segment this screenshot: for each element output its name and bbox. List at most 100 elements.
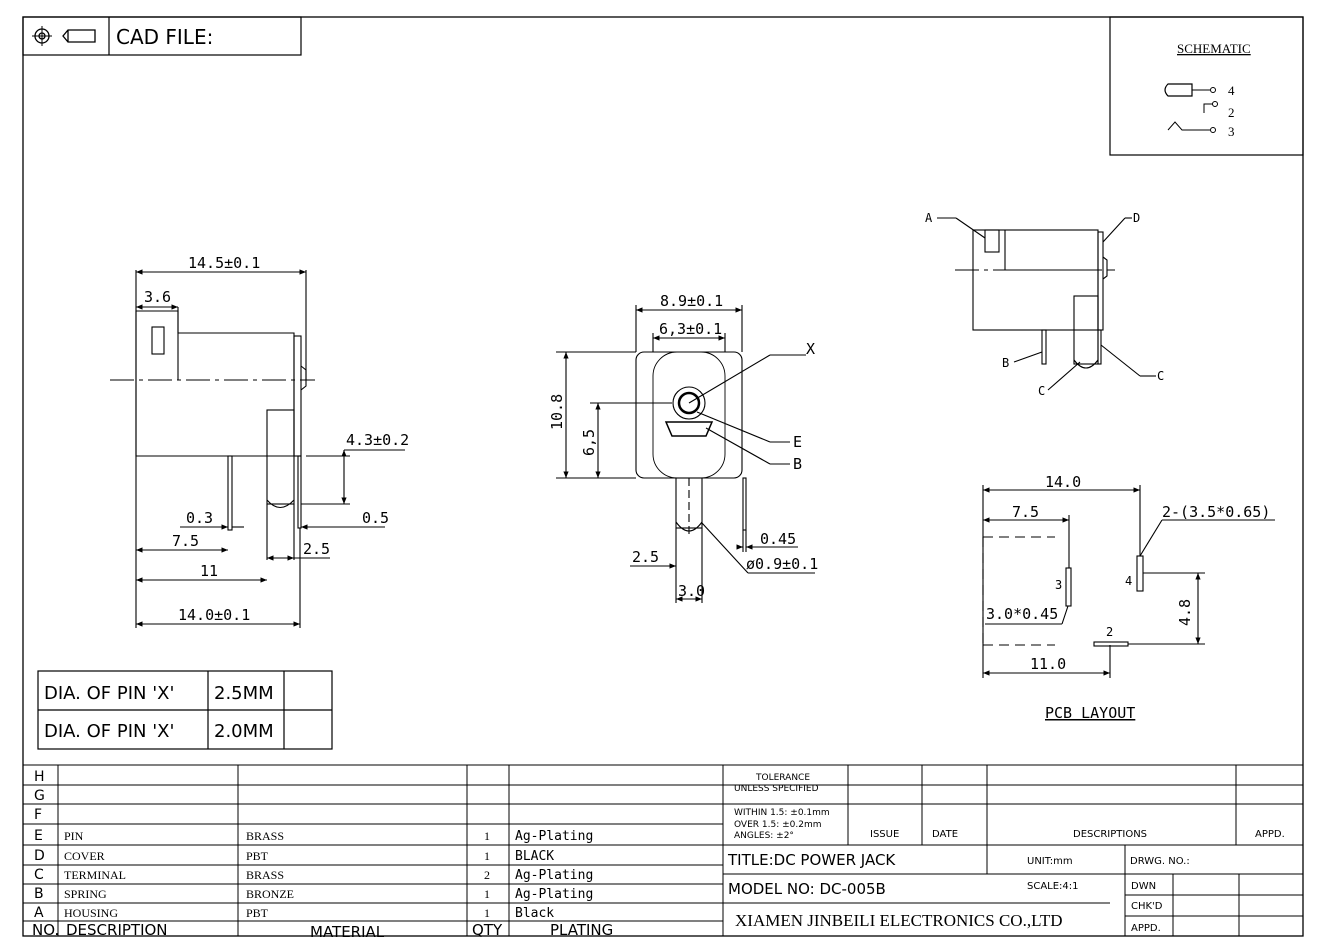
- title-block-text: TOLERANCE UNLESS SPECIFIED WITHIN 1.5: ±…: [727, 773, 1285, 934]
- dim-label: 2-(3.5*0.65): [1162, 503, 1270, 521]
- pin-table-label: DIA. OF PIN 'X': [44, 721, 174, 742]
- tolerance-line: OVER 1.5: ±0.2mm: [734, 820, 821, 830]
- dim-label: 0.5: [362, 509, 389, 527]
- scale-label: SCALE:4:1: [1027, 881, 1079, 892]
- pcb-pin-label: 4: [1125, 574, 1132, 588]
- dim-label: 0.45: [760, 530, 796, 548]
- bom-row: H: [34, 769, 45, 785]
- dim-label: 10.8: [548, 394, 566, 430]
- cad-file-label: CAD FILE:: [116, 25, 213, 49]
- unit-label: UNIT:mm: [1027, 856, 1073, 867]
- cad-header: CAD FILE:: [22, 16, 302, 56]
- projection-symbol-icon: [32, 26, 96, 46]
- pin-table-value: 2.5MM: [214, 683, 274, 704]
- dim-label: 3.6: [144, 288, 171, 306]
- pin-table-label: DIA. OF PIN 'X': [44, 683, 174, 704]
- col-issue: ISSUE: [870, 829, 899, 840]
- title-block: [723, 765, 1303, 936]
- tolerance-line: ANGLES: ±2°: [734, 831, 794, 841]
- pcb-pin-label: 3: [1055, 578, 1062, 592]
- bom-cell-no: E: [34, 828, 43, 844]
- dim-label: 3.0: [678, 582, 705, 600]
- dim-label: 6,5: [580, 429, 598, 456]
- company-name: XIAMEN JINBEILI ELECTRONICS CO.,LTD: [735, 911, 1063, 930]
- dim-label: 14.0: [1045, 473, 1081, 491]
- side-view-dims: 14.5±0.1 3.6 4.3±0.2 0.3 0.5 7.5 2.5 11 …: [144, 254, 409, 624]
- front-view-dims: 8.9±0.1 6,3±0.1 10.8 6,5 2.5 0.45 ø0.9±0…: [548, 292, 818, 600]
- bom-header-no: NO.: [32, 921, 59, 937]
- front-view: [556, 305, 815, 603]
- bom-cell-mat: PBT: [246, 906, 269, 920]
- schematic-pin: 2: [1228, 105, 1235, 120]
- bom-cell-no: D: [34, 848, 45, 864]
- bom-cell-plating: Ag-Plating: [515, 829, 593, 844]
- bom-cell-desc: PIN: [64, 829, 84, 843]
- schematic-box: SCHEMATIC 4 2 3: [1109, 16, 1304, 156]
- schematic-pin: 3: [1228, 124, 1235, 139]
- pin-diameter-table: DIA. OF PIN 'X' 2.5MM DIA. OF PIN 'X' 2.…: [37, 670, 333, 750]
- dim-label: 3.0*0.45: [986, 605, 1058, 623]
- bom-cell-mat: PBT: [246, 849, 269, 863]
- model-number: MODEL NO: DC-005B: [728, 880, 886, 898]
- callout-label: D: [1133, 211, 1140, 225]
- drawing-title: TITLE:DC POWER JACK: [727, 851, 896, 869]
- bom-cell-plating: Black: [515, 906, 554, 921]
- bom-table: [23, 764, 1303, 936]
- bom-cell-no: G: [34, 788, 45, 804]
- top-view-callouts: A D B C C: [925, 211, 1164, 398]
- schematic-pin: 4: [1228, 83, 1235, 98]
- tolerance-line: WITHIN 1.5: ±0.1mm: [734, 808, 830, 818]
- side-view: [110, 269, 405, 628]
- bom-cell-desc: TERMINAL: [64, 868, 126, 882]
- dim-label: 8.9±0.1: [660, 292, 723, 310]
- dim-label: 2.5: [303, 540, 330, 558]
- bom-cell-qty: 1: [484, 829, 490, 843]
- dim-label: 11.0: [1030, 655, 1066, 673]
- bom-row: G: [34, 788, 45, 804]
- chkd-label: CHK'D: [1131, 901, 1163, 912]
- pcb-layout: [982, 485, 1275, 678]
- top-view: [937, 217, 1156, 391]
- callout-label: C: [1038, 384, 1045, 398]
- col-date: DATE: [932, 829, 958, 840]
- col-appd: APPD.: [1255, 829, 1285, 840]
- col-descriptions: DESCRIPTIONS: [1073, 829, 1147, 840]
- tolerance-line: UNLESS SPECIFIED: [734, 784, 819, 794]
- bom-cell-no: F: [34, 807, 42, 823]
- bom-cell-desc: COVER: [64, 849, 105, 863]
- bom-cell-desc: SPRING: [64, 887, 107, 901]
- dim-label: 7.5: [1012, 503, 1039, 521]
- bom-cell-qty: 1: [484, 906, 490, 920]
- bom-cell-no: A: [34, 905, 44, 921]
- bom-cell-mat: BRASS: [246, 829, 284, 843]
- bom-cell-mat: BRONZE: [246, 887, 294, 901]
- bom-header-plating: PLATING: [550, 921, 613, 937]
- dim-label: 6,3±0.1: [659, 320, 722, 338]
- bom-header-mat: MATERIAL: [310, 923, 385, 937]
- jack-symbol-icon: [1164, 83, 1193, 97]
- pin-table-value: 2.0MM: [214, 721, 274, 742]
- bom-cell-no: C: [34, 867, 44, 883]
- drwg-no-label: DRWG. NO.:: [1130, 856, 1190, 867]
- bom-header-desc: DESCRIPTION: [66, 921, 168, 937]
- bom-cell-qty: 1: [484, 887, 490, 901]
- callout-label: E: [793, 433, 802, 451]
- bom-cell-mat: BRASS: [246, 868, 284, 882]
- callout-label: C: [1157, 369, 1164, 383]
- dim-label: 14.5±0.1: [188, 254, 260, 272]
- pcb-layout-dims: 14.0 7.5 2-(3.5*0.65) 3.0*0.45 11.0 4.8 …: [986, 473, 1270, 722]
- dim-label: 7.5: [172, 532, 199, 550]
- callout-label: X: [806, 340, 815, 358]
- dim-label: 4.8: [1176, 599, 1194, 626]
- bom-cell-no: H: [34, 769, 45, 785]
- schematic-title: SCHEMATIC: [1177, 41, 1251, 56]
- bom-row: E PIN BRASS 1 Ag-Plating: [34, 828, 593, 844]
- callout-label: A: [925, 211, 933, 225]
- dwn-label: DWN: [1131, 881, 1156, 892]
- pcb-layout-title: PCB LAYOUT: [1045, 704, 1135, 722]
